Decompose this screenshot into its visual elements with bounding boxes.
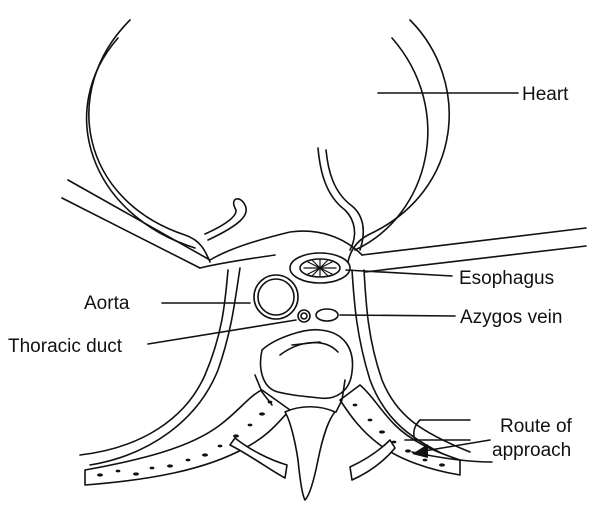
esophagus <box>290 253 350 283</box>
esophagus-label: Esophagus <box>459 268 554 289</box>
central-vessel <box>318 148 363 250</box>
pericardium-outline <box>87 20 450 262</box>
lung-outlines <box>62 180 586 272</box>
left-rib <box>85 375 290 485</box>
aorta-label: Aorta <box>84 293 130 314</box>
thoracic-duct <box>298 310 310 322</box>
heart-label: Heart <box>522 84 569 105</box>
route-of-approach-label-line1: Route of <box>500 416 573 437</box>
right-rib <box>336 380 460 475</box>
azygos-vein <box>316 309 338 321</box>
azygos-vein-label: Azygos vein <box>460 307 562 328</box>
aorta <box>254 275 298 319</box>
thoracic-duct-label: Thoracic duct <box>8 336 123 357</box>
left-vessel-loop <box>205 199 246 240</box>
route-of-approach-label-line2: approach <box>492 440 571 461</box>
vertebral-body <box>261 330 353 399</box>
